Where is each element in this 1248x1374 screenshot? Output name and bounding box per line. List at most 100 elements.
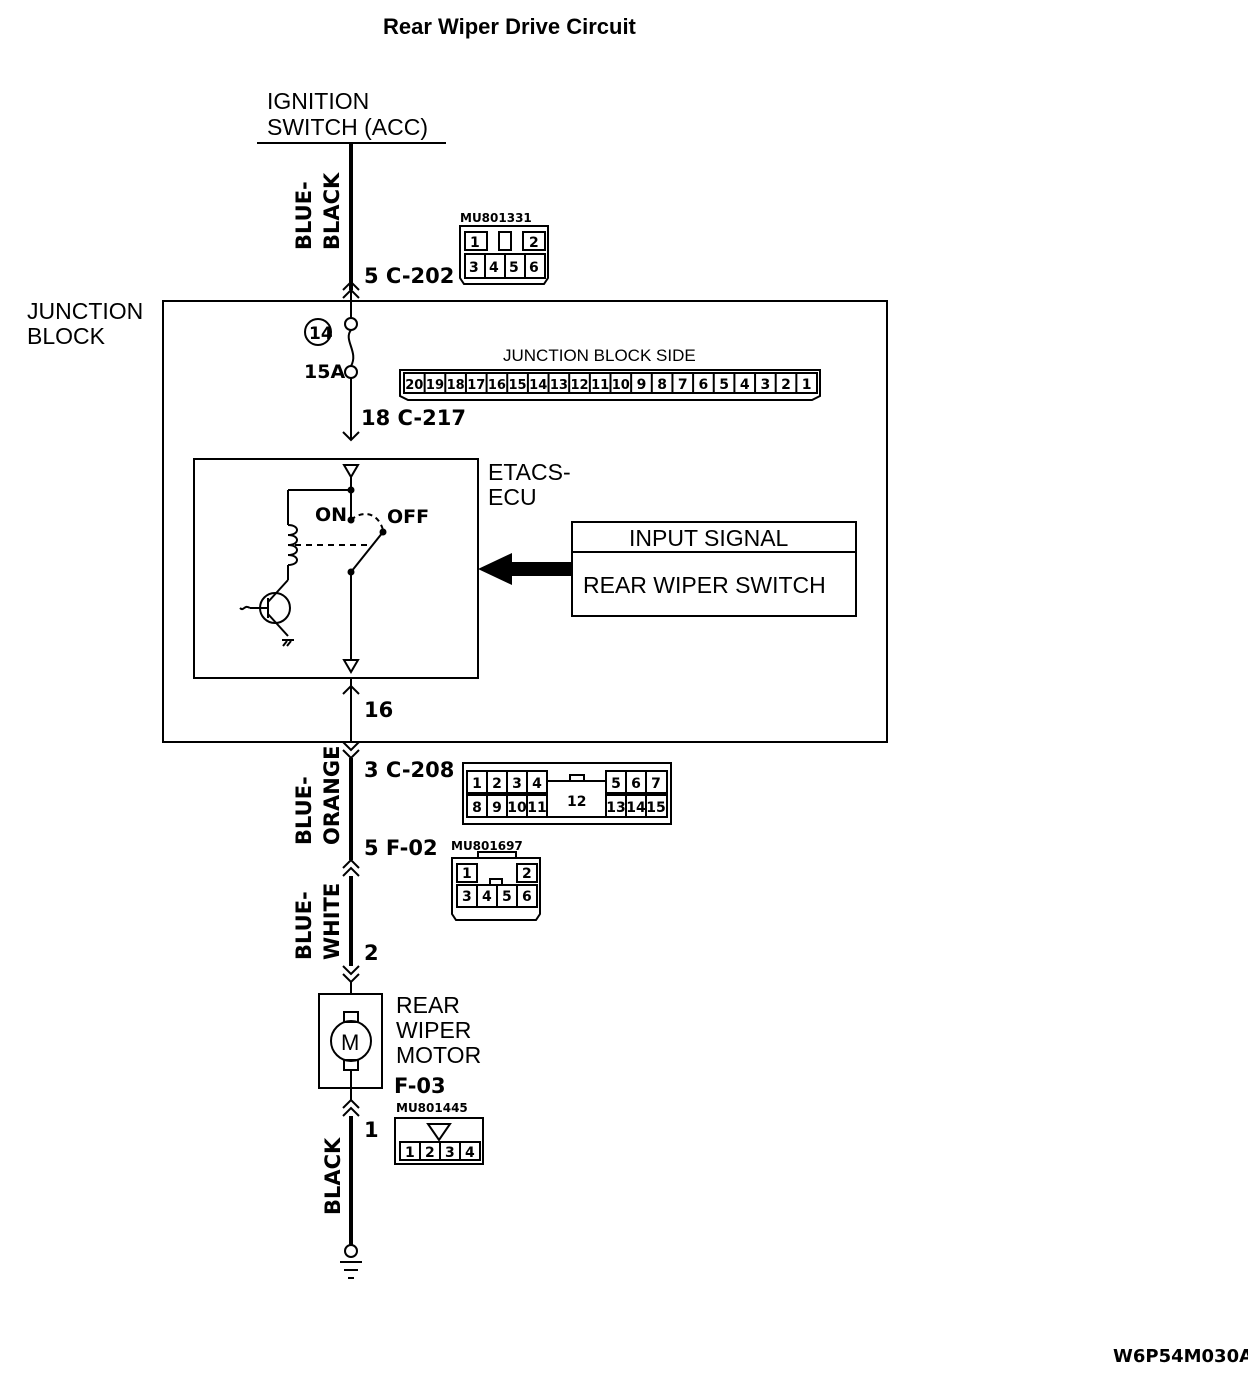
diagram-title: Rear Wiper Drive Circuit <box>383 14 637 39</box>
pin16-arrow <box>342 684 360 695</box>
connector-f02-part: MU801697 <box>451 839 523 853</box>
connector-f03-pin1: 1 <box>364 1118 379 1142</box>
svg-text:BLUE-: BLUE- <box>292 776 316 845</box>
junction-block-label-line1: JUNCTION <box>27 298 143 324</box>
svg-text:3: 3 <box>469 260 479 276</box>
svg-text:3: 3 <box>445 1145 455 1161</box>
junction-block-side-label: JUNCTION BLOCK SIDE <box>503 346 696 365</box>
etacs-label-line1: ETACS- <box>488 459 571 485</box>
etacs-ecu-box <box>193 458 479 679</box>
connector-c217-pin: 13 <box>550 378 568 393</box>
ignition-switch-label-line2: SWITCH (ACC) <box>267 114 428 140</box>
connector-f03-label: F-03 <box>394 1074 446 1098</box>
svg-text:2: 2 <box>425 1145 435 1161</box>
connector-c208-pin: 8 <box>472 800 482 816</box>
connector-c208-pin: 6 <box>631 776 641 792</box>
svg-text:12: 12 <box>567 794 586 810</box>
pin16-label: 16 <box>364 698 393 722</box>
figure-code: W6P54M030A <box>1113 1346 1248 1367</box>
svg-text:4: 4 <box>465 1145 475 1161</box>
connector-c217-pin: 5 <box>719 377 729 393</box>
connector-c217-pin: 16 <box>488 378 506 393</box>
svg-text:3: 3 <box>462 889 472 905</box>
connector-c208-chevron <box>342 741 360 760</box>
connector-c217-pin: 20 <box>405 378 423 393</box>
fuse-rating: 15A <box>304 361 345 383</box>
connector-c217-pin: 1 <box>802 377 812 393</box>
connector-c208-pin: 9 <box>492 800 502 816</box>
svg-text:5: 5 <box>509 260 519 276</box>
ignition-switch-label-line1: IGNITION <box>267 88 369 114</box>
connector-c208-pin: 4 <box>532 776 542 792</box>
relay-on-label: ON <box>315 504 347 526</box>
wire-black-label: BLACK <box>321 1137 345 1215</box>
wire-blue-orange-label: BLUE- ORANGE <box>292 746 344 845</box>
connector-f02-label: 5 F-02 <box>364 836 438 860</box>
connector-f03-chevron <box>342 1098 360 1117</box>
connector-c202-part: MU801331 <box>460 211 532 225</box>
connector-c217-pin: 8 <box>657 377 667 393</box>
relay-symbol <box>239 464 387 674</box>
svg-text:2: 2 <box>522 866 532 882</box>
connector-c217-label: 18 C-217 <box>361 406 466 430</box>
motor-pin2-chevron <box>342 965 360 984</box>
connector-c208-label: 3 C-208 <box>364 758 454 782</box>
connector-c217-pin: 3 <box>761 377 771 393</box>
ground-symbol <box>340 1244 362 1279</box>
fuse-number-circle <box>304 318 332 346</box>
connector-f03-face: MU801445 1 2 3 4 <box>394 1101 484 1165</box>
connector-c217-pin: 18 <box>447 378 465 393</box>
connector-c217-pin: 11 <box>591 378 609 393</box>
connector-c217-pin: 9 <box>637 377 647 393</box>
connector-c208-pin: 7 <box>651 776 661 792</box>
motor-m-symbol: M <box>341 1030 359 1055</box>
connector-f03-part: MU801445 <box>396 1101 468 1115</box>
svg-text:6: 6 <box>522 889 532 905</box>
fuse-number: 14 <box>309 324 333 344</box>
svg-text:1: 1 <box>462 866 472 882</box>
connector-f02-chevron <box>342 858 360 877</box>
motor-label-line1: REAR <box>396 992 460 1018</box>
connector-c208-pin: 14 <box>626 800 646 816</box>
connector-c217-pin: 2 <box>781 377 791 393</box>
connector-c208-pin: 13 <box>606 800 625 816</box>
connector-c208-pin: 3 <box>512 776 522 792</box>
connector-c217-arrow <box>342 431 360 442</box>
svg-text:6: 6 <box>529 260 539 276</box>
svg-text:BLACK: BLACK <box>320 172 344 250</box>
motor-label-line2: WIPER <box>396 1017 471 1043</box>
junction-block-label-line2: BLOCK <box>27 323 106 349</box>
svg-text:BLACK: BLACK <box>321 1137 345 1215</box>
svg-text:2: 2 <box>529 235 539 251</box>
connector-c217-pin: 12 <box>570 378 588 393</box>
connector-c202-face: MU801331 1 2 3 4 5 6 <box>459 211 549 285</box>
motor-pin2-label: 2 <box>364 941 379 965</box>
connector-c217-pin: 6 <box>699 377 709 393</box>
svg-text:5: 5 <box>502 889 512 905</box>
input-signal-header: INPUT SIGNAL <box>629 525 789 551</box>
input-signal-body: REAR WIPER SWITCH <box>583 572 826 598</box>
connector-c208-pin: 5 <box>611 776 621 792</box>
svg-text:BLUE-: BLUE- <box>292 181 316 250</box>
connector-f02-face: MU801697 1 2 3 4 5 6 <box>451 839 541 921</box>
connector-c202-label: 5 C-202 <box>364 264 454 288</box>
connector-c217-pin: 14 <box>529 378 547 393</box>
connector-c208-pin: 15 <box>646 800 665 816</box>
fuse-symbol <box>344 317 358 379</box>
connector-c208-pin: 10 <box>507 800 527 816</box>
svg-text:4: 4 <box>482 889 492 905</box>
svg-text:1: 1 <box>405 1145 415 1161</box>
svg-text:1: 1 <box>470 235 480 251</box>
input-signal-arrow <box>478 553 572 585</box>
connector-c217-pin: 10 <box>612 378 630 393</box>
connector-c217-pin: 4 <box>740 377 750 393</box>
connector-c208-pin: 11 <box>527 800 546 816</box>
connector-c217-pin: 7 <box>678 377 688 393</box>
svg-text:WHITE: WHITE <box>320 883 344 960</box>
connector-c217-pin: 19 <box>426 378 444 393</box>
svg-text:BLUE-: BLUE- <box>292 891 316 960</box>
connector-c217-pin: 15 <box>509 378 527 393</box>
